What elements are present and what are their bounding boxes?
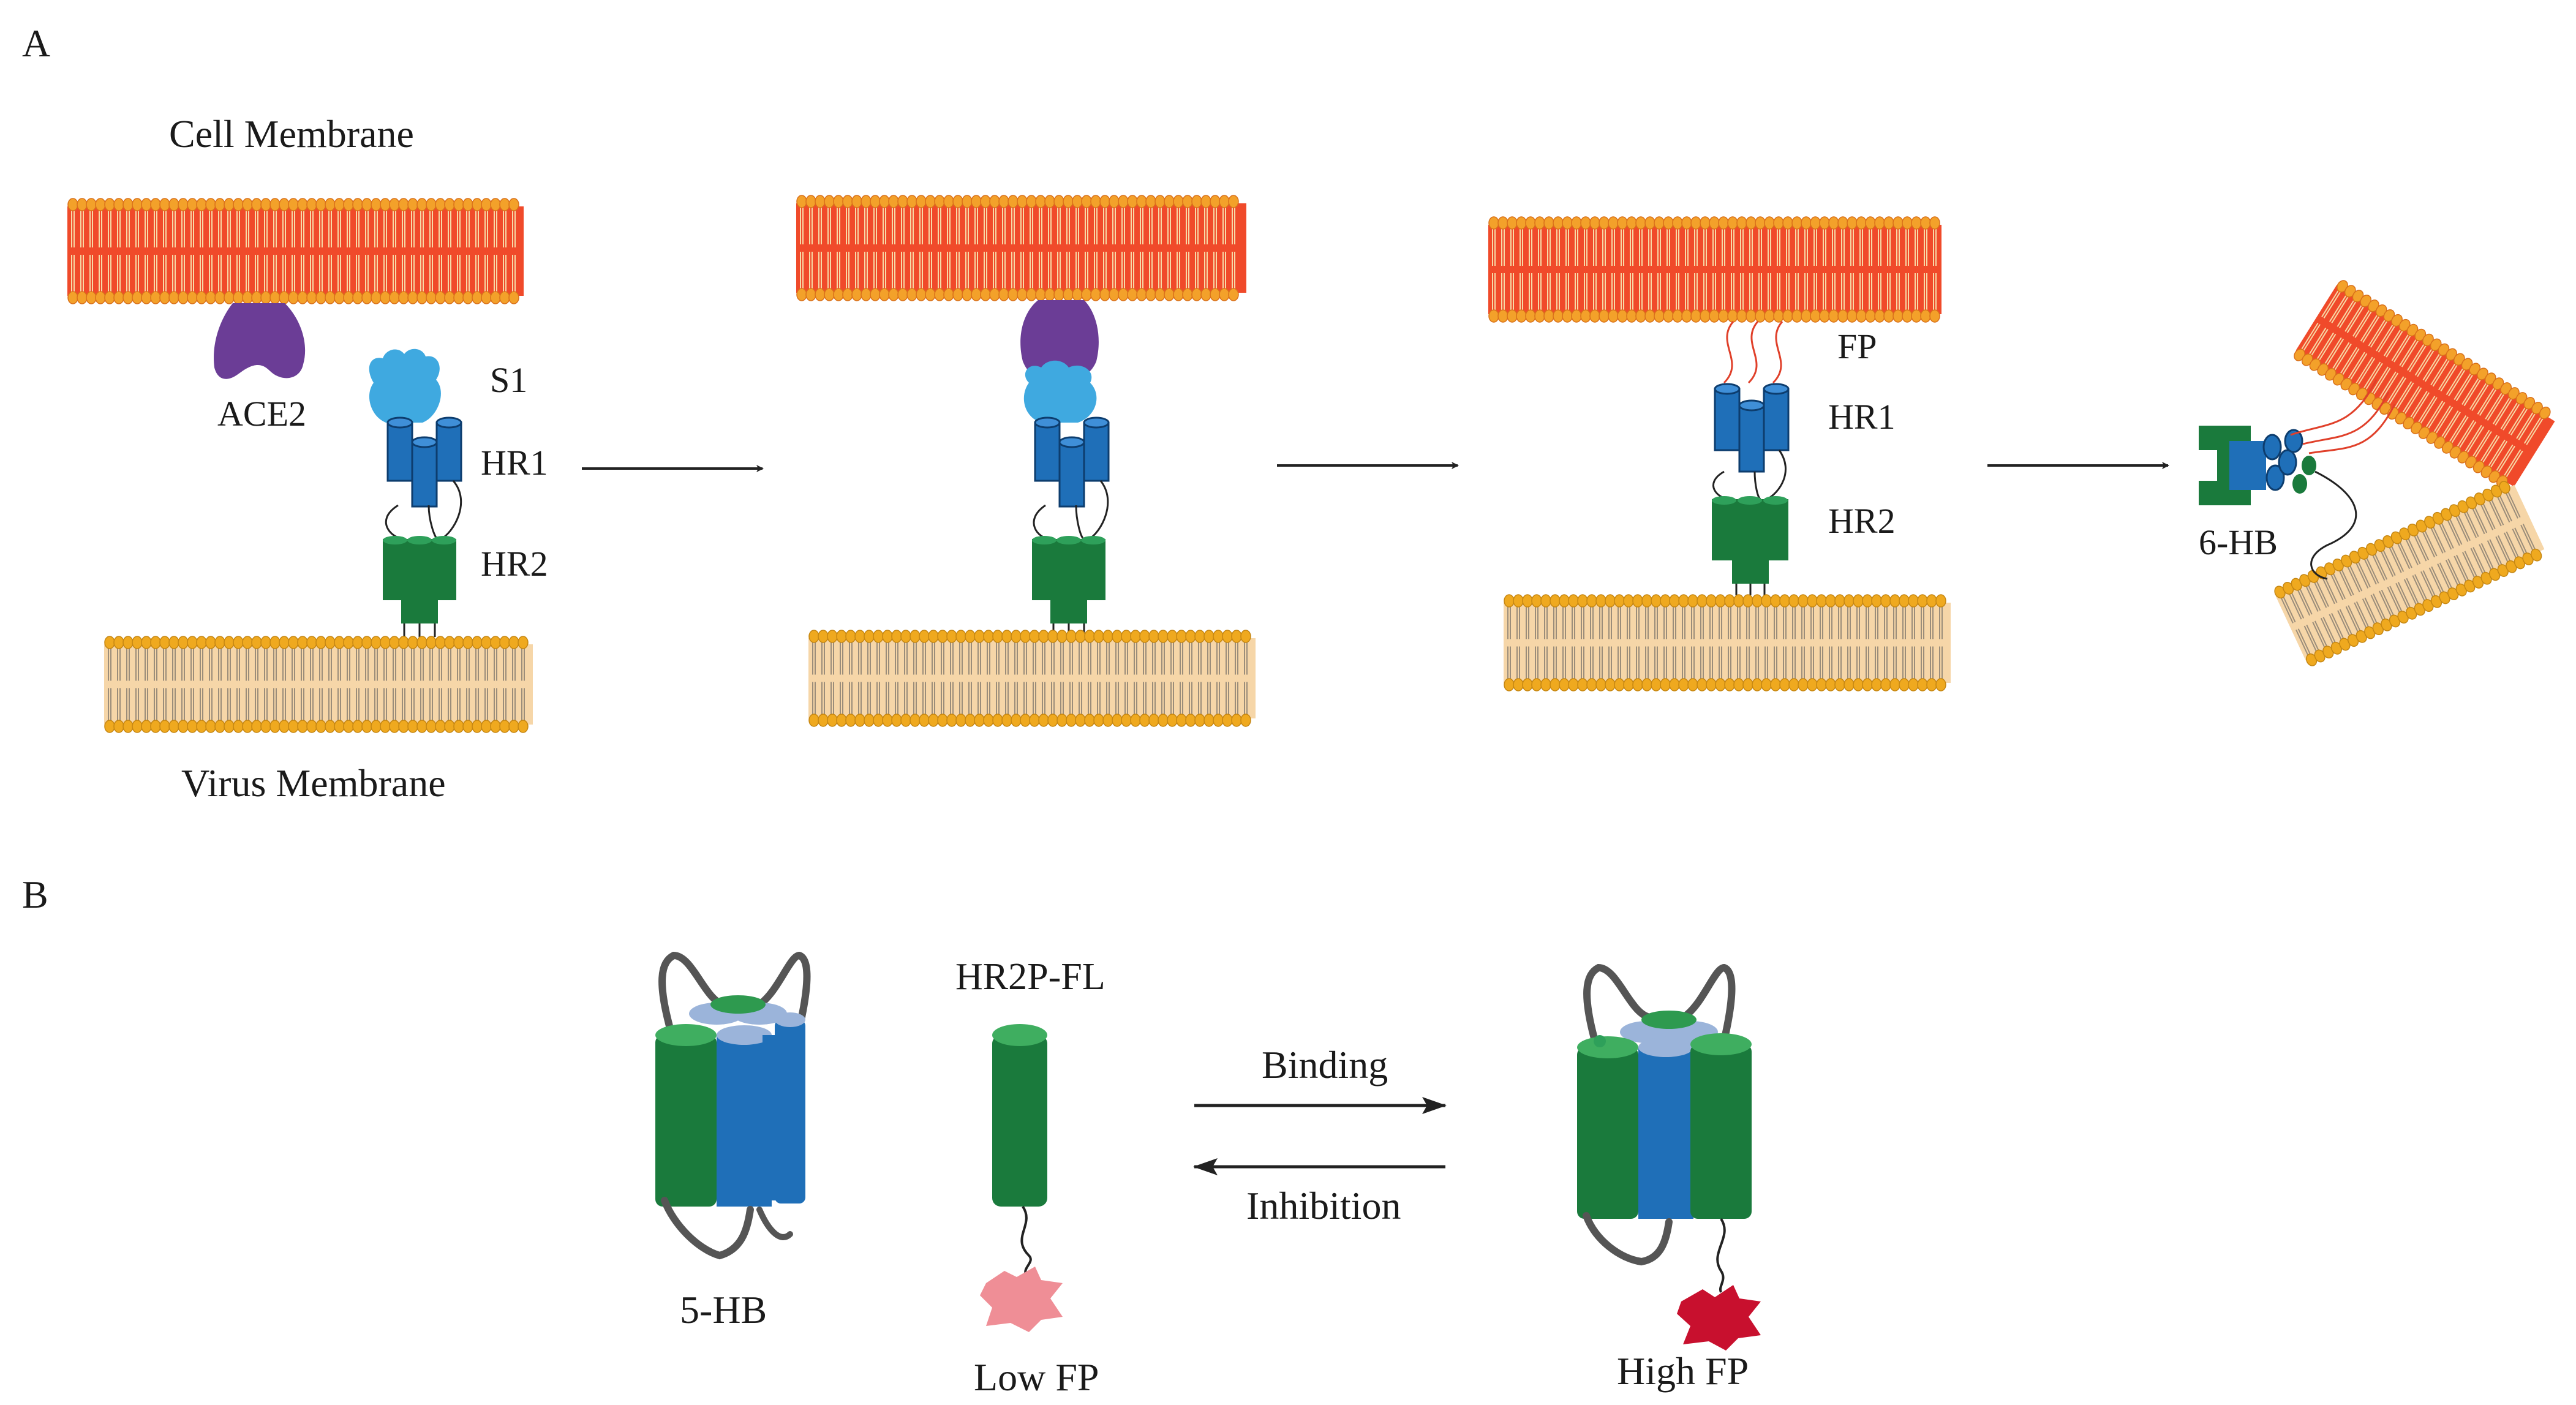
hr2-label: HR2 [481,544,548,584]
cell-membrane-stage1 [67,198,524,304]
s1-subunit-stage1 [369,348,441,423]
hr2-label-stage3: HR2 [1828,501,1896,541]
virus-membrane-stage3 [1504,594,1951,691]
ace2-receptor-stage2 [1020,300,1099,381]
hr1-label: HR1 [481,443,548,483]
fp-label: FP [1837,326,1877,366]
s1-label: S1 [490,360,527,400]
low-fp-fluorophore [980,1267,1063,1332]
cell-membrane-stage2 [796,195,1246,301]
six-hb-label: 6-HB [2199,522,2278,562]
low-fp-label: Low FP [974,1355,1099,1399]
hr2-trimer-stage1 [383,536,456,623]
ace2-receptor-stage1 [214,303,306,379]
hr2-trimer-stage3 [1712,496,1788,595]
five-helix-bundle [655,951,811,1260]
spike-protein-stage1 [369,348,462,637]
fusion-peptide-lines-stage3 [1723,321,1783,384]
hr1-trimer-stage1 [386,416,462,508]
virus-membrane-stage4 [2274,481,2545,666]
inhibition-label: Inhibition [1246,1184,1401,1227]
cell-membrane-stage3 [1488,216,1941,323]
six-helix-bundle [2199,379,2396,580]
binding-label: Binding [1262,1043,1388,1087]
six-helix-complex [1577,963,1761,1350]
virus-membrane-stage1 [104,636,533,733]
high-fp-label: High FP [1617,1349,1749,1393]
cell-membrane-label: Cell Membrane [169,112,414,156]
virus-membrane-stage2 [808,630,1256,727]
virus-membrane-label: Virus Membrane [181,761,446,805]
hr2p-fl-peptide [980,1024,1063,1332]
ace2-label: ACE2 [217,394,306,434]
hr2p-fl-label: HR2P-FL [955,956,1105,998]
cell-membrane-stage4 [2294,280,2555,488]
spike-protein-stage2 [1020,300,1110,637]
hr1-trimer-stage3 [1714,383,1790,473]
high-fp-fluorophore [1677,1285,1761,1350]
panel-b-letter: B [22,873,48,916]
hr1-label-stage3: HR1 [1828,397,1896,437]
five-hb-label: 5-HB [680,1288,767,1332]
s1-subunit-stage2 [1023,360,1097,423]
panel-a-letter: A [22,21,50,65]
